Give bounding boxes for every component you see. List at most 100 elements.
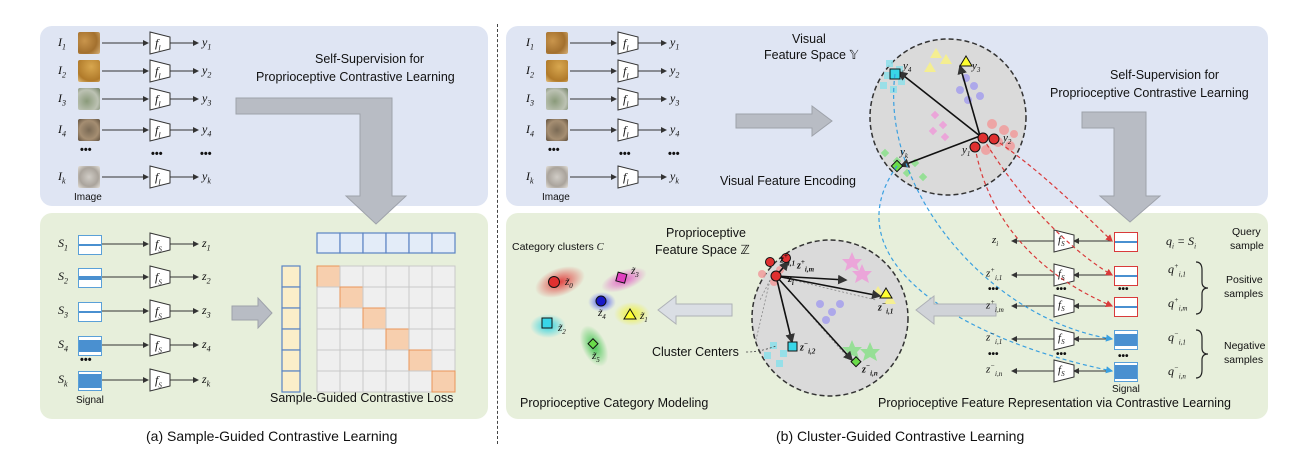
panel-b-image-encoders bbox=[617, 31, 639, 189]
signal-thumb-1 bbox=[78, 235, 102, 255]
matrix-diagonal-cell bbox=[362, 307, 387, 330]
visual-y3: y3 bbox=[972, 60, 981, 75]
terrain-thumb-b-1 bbox=[546, 32, 568, 54]
blue-row-vector bbox=[316, 232, 456, 254]
q-pos-1: q+i,1 bbox=[1168, 262, 1186, 279]
output-zk: zk bbox=[202, 372, 211, 389]
signal-encoder-label: fS bbox=[155, 373, 162, 390]
negative-signal-thumb-1 bbox=[1114, 330, 1138, 350]
panel-a-selfsup-arrow bbox=[235, 97, 408, 225]
terrain-thumb-b-k bbox=[546, 166, 568, 188]
matrix-cell bbox=[339, 265, 364, 288]
output-y4: y4 bbox=[202, 122, 212, 139]
list-zin-neg: z−i,n bbox=[986, 362, 1003, 378]
terrain-thumb-b-2 bbox=[546, 60, 568, 82]
center-z5: z̃5 bbox=[592, 350, 600, 365]
output-z2: z2 bbox=[202, 269, 211, 286]
center-z4: z̃4 bbox=[598, 307, 606, 322]
ellipsis: ••• bbox=[1056, 349, 1067, 360]
signal-label-S4: S4 bbox=[58, 337, 68, 354]
matrix-cell bbox=[431, 328, 456, 351]
output-b-y1: y1 bbox=[670, 35, 680, 52]
visual-y4: y4 bbox=[903, 60, 912, 75]
matrix-cell bbox=[385, 286, 410, 309]
visual-encoding-label: Visual Feature Encoding bbox=[720, 174, 856, 188]
signal-label-Sk: Sk bbox=[58, 372, 68, 389]
negative-label-2: samples bbox=[1224, 354, 1264, 366]
matrix-cell bbox=[362, 349, 387, 372]
output-z3: z3 bbox=[202, 303, 211, 320]
category-modeling-label: Proprioceptive Category Modeling bbox=[520, 396, 709, 410]
output-y3: y3 bbox=[202, 91, 212, 108]
negative-signal-thumb-n bbox=[1114, 362, 1138, 382]
panel-b-encoding-arrow bbox=[735, 105, 833, 137]
matrix-cell bbox=[408, 265, 433, 288]
center-z3: z̃3 bbox=[631, 265, 639, 280]
matrix-cell bbox=[339, 370, 364, 393]
signal-encoder-label: fS bbox=[155, 237, 162, 254]
signal-thumb-3 bbox=[78, 302, 102, 322]
negative-label-1: Negative bbox=[1224, 340, 1266, 352]
matrix-cell bbox=[408, 307, 433, 330]
prop-zi: zi bbox=[788, 274, 794, 287]
panel-a-image-encoders bbox=[149, 31, 171, 189]
ellipsis: ••• bbox=[1056, 284, 1067, 295]
output-y1: y1 bbox=[202, 35, 212, 52]
panel-a-top bbox=[40, 26, 488, 206]
image-label-Ik: Ik bbox=[58, 169, 66, 186]
prop-zi1: z+i,1 bbox=[780, 252, 796, 268]
matrix-cell bbox=[362, 286, 387, 309]
prop-zim: z+i,m bbox=[797, 258, 815, 274]
center-z2: z̃2 bbox=[558, 322, 566, 337]
query-signal-thumb bbox=[1114, 232, 1138, 252]
matrix-cell bbox=[316, 349, 341, 372]
list-zi: zi bbox=[992, 234, 999, 249]
panel-b-contrastive-arrow bbox=[915, 294, 997, 326]
list-encoder: fS bbox=[1058, 299, 1065, 314]
image-label-I1: I1 bbox=[58, 35, 66, 52]
matrix-cell bbox=[385, 307, 410, 330]
ellipsis: ••• bbox=[619, 148, 631, 160]
list-zim-pos: z+i,m bbox=[986, 298, 1004, 314]
ellipsis: ••• bbox=[1118, 284, 1129, 295]
query-label-1: Query bbox=[1232, 226, 1261, 238]
visual-space-title-1: Visual bbox=[792, 32, 826, 46]
terrain-thumb-1 bbox=[78, 32, 100, 54]
selfsup-line1: Self-Supervision for bbox=[315, 52, 425, 66]
ellipsis: ••• bbox=[548, 144, 560, 156]
prop-zi-neg1: z−i,1 bbox=[878, 300, 894, 316]
selfsup-b-line1: Self-Supervision for bbox=[1110, 68, 1220, 82]
image-label-I2: I2 bbox=[58, 63, 66, 80]
visual-space-title-2: Feature Space 𝕐 bbox=[764, 48, 859, 62]
ellipsis: ••• bbox=[988, 349, 999, 360]
matrix-cell bbox=[431, 307, 456, 330]
list-encoder: fS bbox=[1058, 364, 1065, 379]
matrix-diagonal-cell bbox=[431, 370, 456, 393]
center-z1: z̃1 bbox=[640, 310, 648, 325]
selfsup-line2: Proprioceptive Contrastive Learning bbox=[256, 70, 455, 84]
panel-a-signal-encoders bbox=[149, 232, 171, 392]
divider bbox=[497, 24, 498, 444]
terrain-thumb-4 bbox=[78, 119, 100, 141]
positive-label-1: Positive bbox=[1226, 274, 1263, 286]
matrix-cell bbox=[316, 370, 341, 393]
visual-y2: y2 bbox=[1003, 132, 1012, 147]
signal-caption: Signal bbox=[76, 395, 104, 406]
image-label-b-I2: I2 bbox=[526, 63, 534, 80]
feature-rep-label: Proprioceptive Feature Representation vi… bbox=[878, 396, 1231, 410]
matrix-cell bbox=[408, 328, 433, 351]
list-zi1-pos: z+i,1 bbox=[986, 266, 1003, 282]
list-encoder: fS bbox=[1058, 268, 1065, 283]
encoder-label: fI bbox=[155, 36, 161, 53]
image-label-I3: I3 bbox=[58, 91, 66, 108]
visual-feature-space bbox=[869, 38, 1027, 196]
panel-a-image-rows bbox=[102, 40, 199, 180]
matrix-cell bbox=[339, 307, 364, 330]
output-b-yk: yk bbox=[670, 169, 679, 186]
panel-a-to-matrix-arrow bbox=[231, 296, 273, 330]
terrain-thumb-2 bbox=[78, 60, 100, 82]
encoder-label: fI bbox=[623, 92, 629, 109]
matrix-cell bbox=[362, 265, 387, 288]
image-label-b-I3: I3 bbox=[526, 91, 534, 108]
prop-zi-negn: z−i,n bbox=[862, 362, 878, 378]
